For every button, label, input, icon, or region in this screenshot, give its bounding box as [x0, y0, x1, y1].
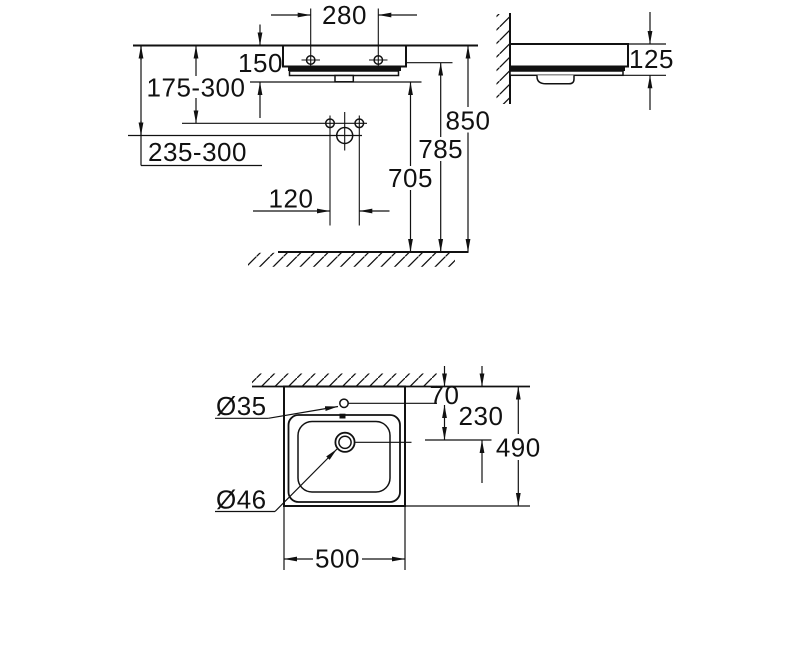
dim-150-label: 150 [238, 48, 283, 78]
plan-wall-hatch [252, 373, 437, 387]
basin-shadow-band-side [510, 66, 625, 71]
drain-hole-inner [338, 435, 352, 450]
center-tick-mark [339, 413, 346, 419]
dim-490-label: 490 [496, 433, 541, 463]
front-view: 280 150 175-300 235-300 120 705 [128, 0, 490, 267]
dim-280-label: 280 [322, 0, 367, 30]
label-drain-hole-diameter: Ø46 [216, 485, 267, 515]
dim-175-300-label: 175-300 [147, 73, 246, 103]
dim-120-label: 120 [269, 184, 314, 214]
dim-785-label: 785 [418, 134, 463, 164]
supply-connection-right [354, 118, 365, 129]
fixing-hole-right [373, 55, 384, 65]
bowl-inner-rim [297, 420, 391, 493]
plan-view: 70 230 490 500 Ø35 Ø46 [215, 366, 541, 574]
dim-500-label: 500 [315, 544, 360, 574]
faucet-hole [339, 398, 349, 409]
basin-shadow-band-front [288, 66, 401, 71]
drain-cover-side [536, 75, 575, 85]
label-faucet-hole-diameter: Ø35 [216, 391, 267, 421]
bowl-outer-rim [287, 414, 401, 503]
side-view: 125 [496, 12, 674, 110]
dim-125-label: 125 [629, 44, 674, 74]
basin-body-side [509, 43, 629, 68]
dim-850-label: 850 [446, 106, 491, 136]
fixing-hole-left [305, 55, 316, 65]
dim-230-label: 230 [459, 401, 504, 431]
drain-tab-front [334, 74, 355, 83]
floor-hatch [248, 252, 455, 267]
trap-outlet-circle [335, 126, 354, 145]
basin-lip-side [509, 70, 624, 77]
side-wall-hatch [496, 14, 510, 104]
basin-body-front [282, 44, 407, 68]
supply-connection-left [324, 118, 336, 129]
dim-705-label: 705 [388, 163, 433, 193]
dim-235-300-label: 235-300 [148, 137, 247, 167]
label-faucet-leader [268, 405, 339, 419]
label-drain-leader [274, 448, 338, 512]
